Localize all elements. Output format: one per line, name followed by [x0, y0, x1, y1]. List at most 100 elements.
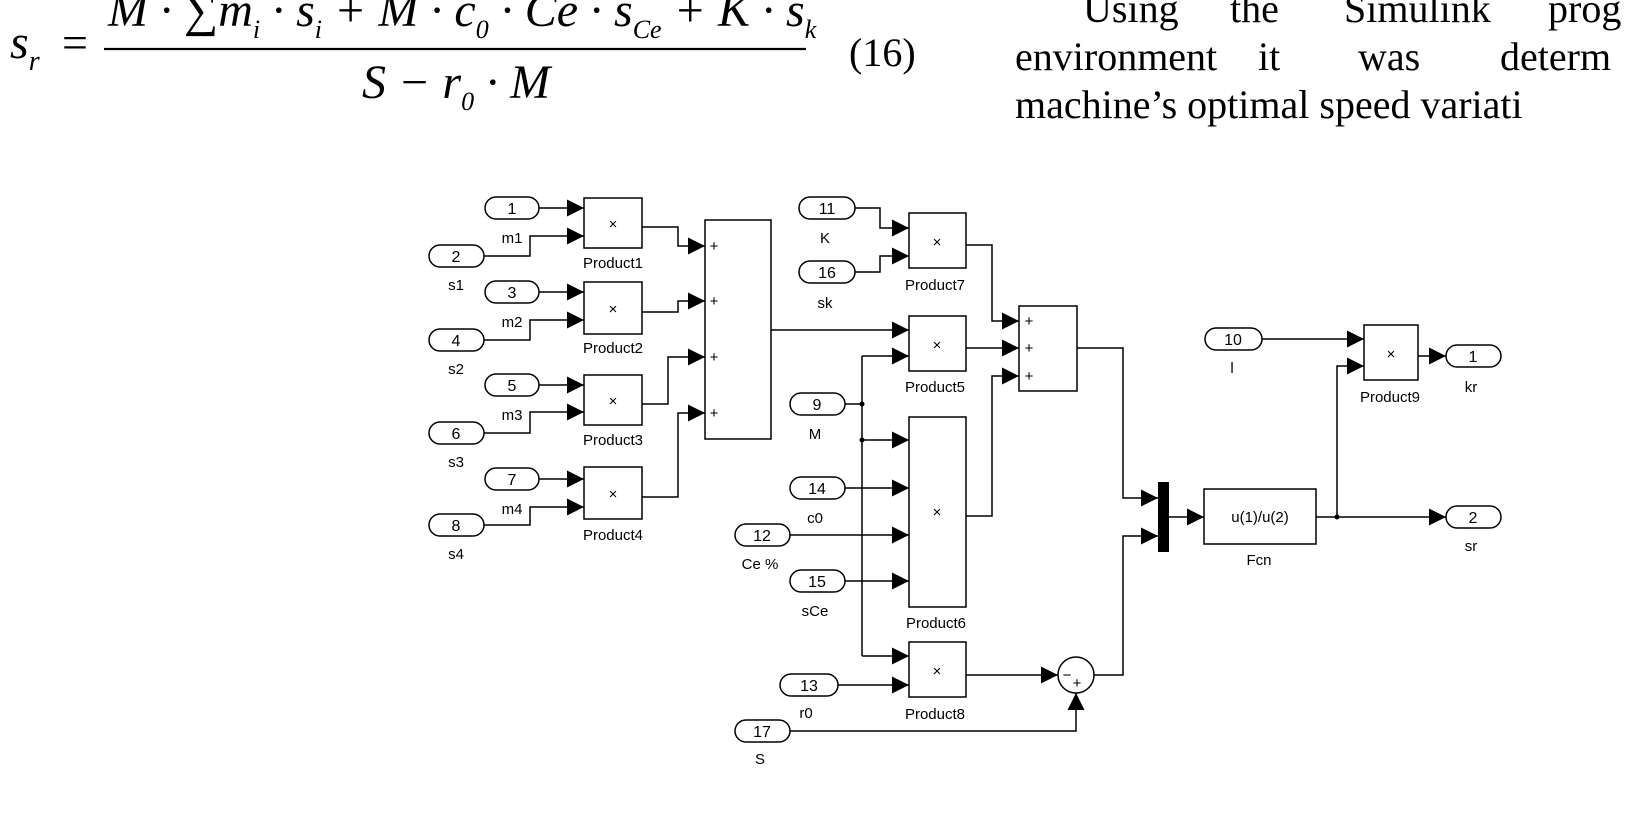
sum-block-1[interactable]: + + + +: [704, 219, 772, 440]
inport-in10[interactable]: 10l: [1204, 327, 1263, 377]
fcn-expression: u(1)/u(2): [1231, 509, 1289, 526]
svg-text:2: 2: [452, 249, 461, 266]
body-word: Using: [1083, 0, 1179, 31]
svg-text:4: 4: [452, 333, 461, 350]
inport-in4[interactable]: 4s2: [428, 328, 485, 378]
equation-lhs: sr: [10, 16, 40, 77]
svg-text:15: 15: [808, 574, 826, 591]
svg-text:13: 13: [800, 678, 818, 695]
svg-text:sk: sk: [818, 295, 834, 312]
plus-sign: +: [710, 349, 719, 366]
junction-dot: [859, 401, 865, 407]
product-block-7[interactable]: ×Product7: [905, 212, 967, 294]
product-block-4[interactable]: ×Product4: [583, 466, 643, 544]
junction-dot: [1334, 514, 1340, 520]
svg-text:m4: m4: [502, 501, 523, 518]
svg-text:Product6: Product6: [906, 615, 966, 632]
signal-wires: [484, 199, 1446, 732]
inport-in1[interactable]: 1m1: [484, 196, 540, 247]
product-block-3[interactable]: × Product3: [583, 374, 643, 449]
inport-in12[interactable]: 12 Ce %: [734, 523, 791, 573]
inport-in5[interactable]: 5m3: [484, 373, 540, 424]
svg-text:3: 3: [508, 285, 517, 302]
outport-kr[interactable]: 1kr: [1445, 344, 1502, 396]
svg-text:11: 11: [819, 201, 836, 218]
svg-text:r0: r0: [799, 705, 812, 722]
svg-text:10: 10: [1224, 332, 1242, 349]
product-block-6[interactable]: × Product6: [906, 416, 967, 632]
svg-text:12: 12: [753, 528, 771, 545]
multiply-icon: ×: [933, 663, 942, 680]
inport-in2[interactable]: 2 s1: [428, 244, 485, 294]
svg-text:1: 1: [1469, 349, 1478, 366]
product-block-1[interactable]: × Product1: [583, 197, 643, 272]
svg-text:Product9: Product9: [1360, 389, 1420, 406]
sum-block-3[interactable]: − +: [1057, 656, 1095, 694]
svg-text:5: 5: [508, 378, 517, 395]
plus-sign: +: [1025, 313, 1034, 330]
body-word: it: [1258, 34, 1280, 79]
svg-text:Ce %: Ce %: [742, 556, 779, 573]
product-block-2[interactable]: × Product2: [583, 281, 643, 357]
svg-text:Product1: Product1: [583, 255, 643, 272]
svg-text:K: K: [820, 230, 830, 247]
plus-sign: +: [1025, 340, 1034, 357]
mux-block[interactable]: [1158, 482, 1169, 552]
inport-in9[interactable]: 9M: [789, 392, 846, 443]
svg-text:sr: sr: [1465, 538, 1478, 555]
minus-sign: −: [1063, 667, 1072, 684]
product-block-8[interactable]: ×Product8: [905, 641, 967, 723]
multiply-icon: ×: [609, 301, 618, 318]
multiply-icon: ×: [609, 393, 618, 410]
body-text-column: Using the Simulink prog environment it w…: [1015, 0, 1621, 127]
plus-sign: +: [710, 238, 719, 255]
inport-in6[interactable]: 6s3: [428, 421, 485, 471]
equation-numerator: M · ∑mi · si + M · c0 · Ce · sCe + K · s…: [107, 0, 817, 44]
svg-text:Product7: Product7: [905, 277, 965, 294]
svg-text:Product2: Product2: [583, 340, 643, 357]
svg-text:m2: m2: [502, 314, 523, 331]
equation-16: sr = M · ∑mi · si + M · c0 · Ce · sCe + …: [10, 0, 916, 116]
fcn-block[interactable]: u(1)/u(2) Fcn: [1203, 488, 1317, 569]
svg-text:s4: s4: [448, 546, 464, 563]
plus-sign: +: [710, 405, 719, 422]
inport-in3[interactable]: 3 m2: [484, 280, 540, 331]
svg-text:Product3: Product3: [583, 432, 643, 449]
outport-sr[interactable]: 2sr: [1445, 505, 1502, 555]
multiply-icon: ×: [933, 504, 942, 521]
multiply-icon: ×: [933, 337, 942, 354]
junction-dot: [859, 437, 865, 443]
sum-block-2[interactable]: + + +: [1018, 305, 1078, 392]
svg-text:7: 7: [508, 472, 517, 489]
product-block-5[interactable]: × Product5: [905, 315, 967, 396]
equation-denominator: S − r0 · M: [362, 56, 553, 116]
svg-text:8: 8: [452, 518, 461, 535]
body-word: prog: [1548, 0, 1621, 31]
svg-text:m1: m1: [502, 230, 523, 247]
plus-sign: +: [710, 293, 719, 310]
svg-text:17: 17: [753, 724, 771, 741]
svg-text:Product5: Product5: [905, 379, 965, 396]
svg-text:16: 16: [818, 265, 836, 282]
body-word: determ: [1500, 34, 1611, 79]
multiply-icon: ×: [609, 216, 618, 233]
svg-text:c0: c0: [807, 510, 823, 527]
inport-in8[interactable]: 8 s4: [428, 513, 485, 563]
plus-sign: +: [1073, 675, 1082, 692]
inport-in17[interactable]: 17S: [734, 719, 791, 768]
simulink-diagram: 1m1 2s1 3m2 4s2 5m3 6s3 7m4 8s4 11K 16sk…: [428, 196, 1502, 768]
inport-in13[interactable]: 13 r0: [779, 673, 839, 722]
fcn-label: Fcn: [1246, 552, 1271, 569]
body-word: the: [1230, 0, 1279, 31]
inport-in7[interactable]: 7 m4: [484, 467, 540, 518]
equation-equals: =: [62, 17, 88, 68]
svg-text:s1: s1: [448, 277, 464, 294]
svg-text:9: 9: [813, 397, 822, 414]
inport-in16[interactable]: 16 sk: [798, 260, 856, 312]
inport-in11[interactable]: 11K: [798, 196, 856, 247]
product-block-9[interactable]: ×Product9: [1360, 324, 1420, 406]
svg-text:6: 6: [452, 426, 461, 443]
